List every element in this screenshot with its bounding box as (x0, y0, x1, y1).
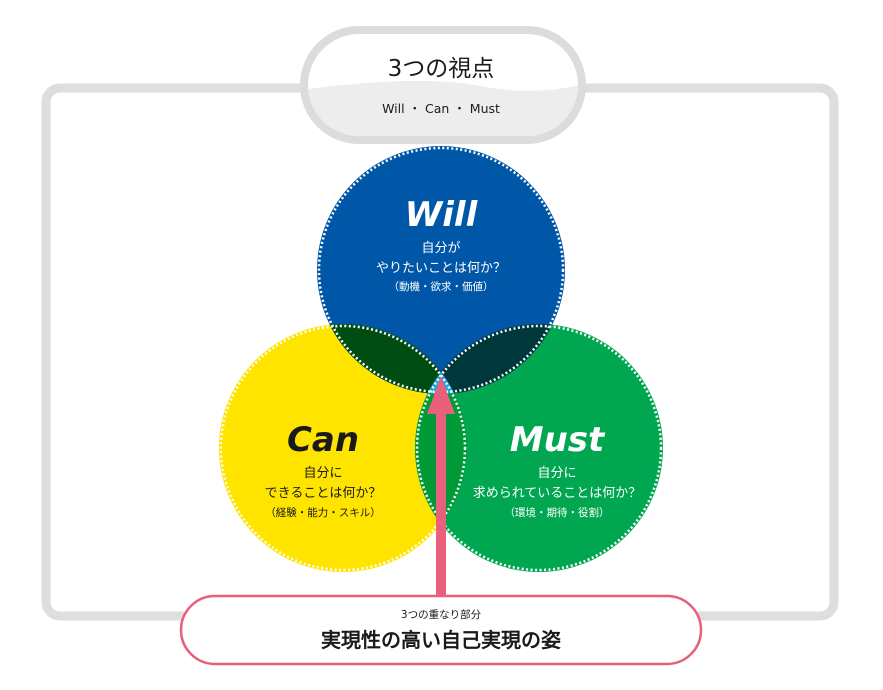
can-line1: 自分に (303, 466, 342, 481)
result-pill: 3つの重なり部分 実現性の高い自己実現の姿 (179, 594, 703, 666)
will-line2: やりたいことは何か？ (376, 260, 506, 276)
header-pill: 3つの視点 Will ・ Can ・ Must (300, 26, 586, 144)
header-title: 3つの視点 (388, 56, 495, 82)
up-arrow-icon (427, 376, 455, 602)
must-note: （環境・期待・役割） (505, 506, 610, 519)
can-outline (219, 324, 467, 572)
must-heading: Must (510, 420, 606, 460)
will-can-overlap (317, 324, 467, 394)
must-line1: 自分に (537, 466, 576, 481)
can-note: （経験・能力・スキル） (265, 506, 381, 519)
must-outline (415, 324, 663, 572)
will-outline (317, 146, 565, 394)
result-caption: 3つの重なり部分 (401, 608, 482, 621)
will-note: （動機・欲求・価値） (389, 280, 494, 293)
result-label: 実現性の高い自己実現の姿 (321, 628, 561, 652)
can-heading: Can (287, 420, 359, 460)
can-line2: できることは何か？ (265, 485, 382, 501)
will-heading: Will (405, 195, 479, 235)
must-line2: 求められていることは何か？ (473, 485, 642, 501)
will-line1: 自分が (421, 241, 460, 256)
header-subtitle: Will ・ Can ・ Must (382, 101, 500, 116)
